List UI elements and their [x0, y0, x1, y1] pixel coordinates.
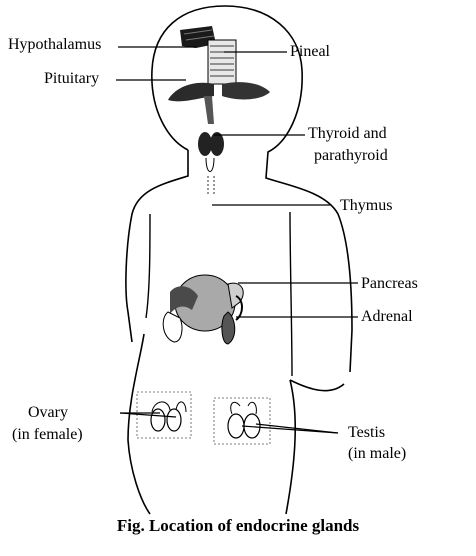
ovary-region: [136, 391, 192, 439]
adrenal-label: Adrenal: [361, 308, 413, 325]
pancreas-label: Pancreas: [361, 275, 418, 292]
left-kidney: [162, 311, 183, 343]
figure-caption: Fig. Location of endocrine glands: [116, 516, 360, 535]
brain-region: [168, 26, 270, 124]
thyroid-label-line1: Thyroid and: [308, 125, 387, 142]
hypothalamus-gland: [180, 26, 216, 48]
pineal-gland: [207, 39, 237, 85]
abdominal-glands: [162, 274, 244, 345]
pineal-stripes: [210, 45, 234, 77]
testis-label-line1: Testis: [348, 424, 386, 441]
hypothalamus-label: Hypothalamus: [8, 36, 102, 53]
testis-leader-2: [255, 423, 339, 434]
pancreas-gland: [170, 286, 198, 314]
leader-lines: [116, 46, 358, 434]
pituitary-label: Pituitary: [44, 70, 100, 87]
testis-label-line2: (in male): [348, 445, 407, 462]
thymus-label: Thymus: [340, 197, 393, 214]
body-outline: [125, 5, 353, 515]
pituitary-gland: [168, 82, 214, 102]
thyroid-gland: [198, 132, 224, 196]
ovary-label-line1: Ovary: [28, 404, 68, 421]
pineal-label: Pineal: [290, 43, 330, 60]
hypothalamus-texture: [183, 29, 215, 41]
right-adrenal-gland: [227, 282, 244, 309]
ovary-leader-2: [119, 412, 177, 418]
brain-stem: [204, 96, 214, 124]
testis-region: [213, 397, 271, 445]
ovary-label-line2: (in female): [12, 426, 83, 443]
left-arm-line: [145, 213, 151, 319]
right-kidney: [221, 311, 236, 345]
cerebellum-shape: [222, 82, 270, 100]
right-arm-line: [289, 211, 293, 377]
thyroid-label-line2: parathyroid: [314, 147, 388, 164]
